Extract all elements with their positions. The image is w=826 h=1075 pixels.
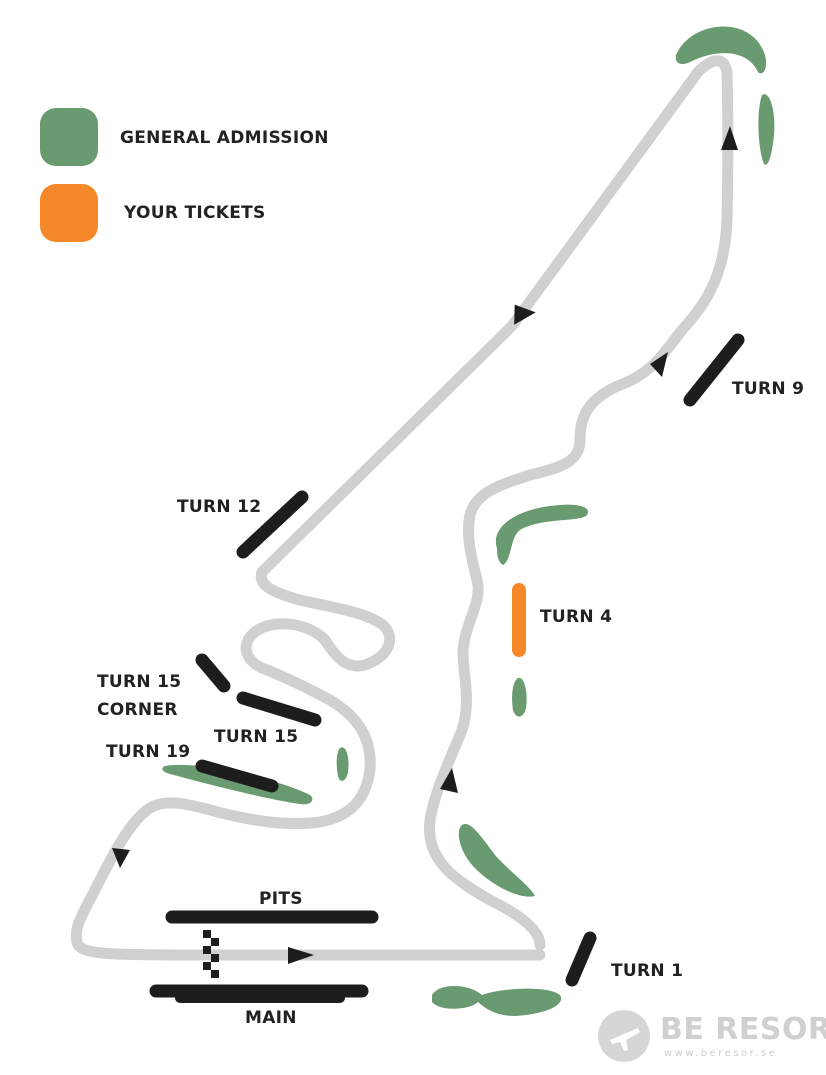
label-turn12: TURN 12: [177, 497, 262, 517]
direction-arrow-back-straight: [514, 304, 536, 325]
beresor-logo: BE RESOR www.beresor.se: [598, 1008, 826, 1072]
ga-area-top: [675, 26, 767, 74]
label-turn15: TURN 15: [214, 727, 299, 747]
ga-area-turn2: [458, 824, 535, 897]
direction-arrow-turn2: [440, 768, 458, 793]
plane-globe-icon: [598, 1010, 650, 1062]
legend-label-general-admission: GENERAL ADMISSION: [120, 128, 329, 148]
legend-swatch-your-tickets: [40, 184, 98, 242]
direction-arrow-back-straight-top: [721, 126, 738, 150]
direction-arrow-turn9: [650, 352, 668, 377]
track-path: [70, 55, 734, 961]
legend-label-your-tickets: YOUR TICKETS: [124, 203, 266, 223]
turn1-stand: [565, 931, 597, 987]
label-turn4: TURN 4: [540, 607, 613, 627]
label-turn19: TURN 19: [106, 742, 191, 762]
direction-arrows: [112, 126, 738, 964]
ga-area-turn5: [512, 677, 527, 717]
turn15-corner-stand: [195, 653, 231, 693]
direction-arrow-main-straight: [288, 947, 314, 964]
direction-arrow-turn19: [112, 848, 130, 868]
logo-name: BE RESOR: [660, 1012, 826, 1047]
turn12-stand: [236, 490, 309, 559]
label-turn15-corner-line2: CORNER: [97, 700, 178, 720]
ga-area-turn16: [336, 747, 349, 781]
ga-area-turn1: [432, 985, 562, 1016]
legend-swatch-general-admission: [40, 108, 98, 166]
start-finish-line: [203, 930, 219, 978]
ga-area-right: [758, 94, 775, 165]
ga-area-turn3: [495, 504, 589, 565]
turn15-stand: [236, 691, 322, 727]
label-main: MAIN: [245, 1008, 297, 1028]
turn9-stand: [683, 333, 745, 407]
label-turn9: TURN 9: [732, 379, 805, 399]
logo-url: www.beresor.se: [664, 1048, 778, 1059]
general-admission-areas: [162, 26, 775, 1016]
grandstands: [149, 333, 745, 1003]
ga-area-turn19: [162, 764, 313, 805]
label-pits: PITS: [259, 889, 303, 909]
turn19-stand: [195, 759, 279, 793]
label-turn1: TURN 1: [611, 961, 684, 981]
label-turn15-corner-line1: TURN 15: [97, 672, 182, 692]
